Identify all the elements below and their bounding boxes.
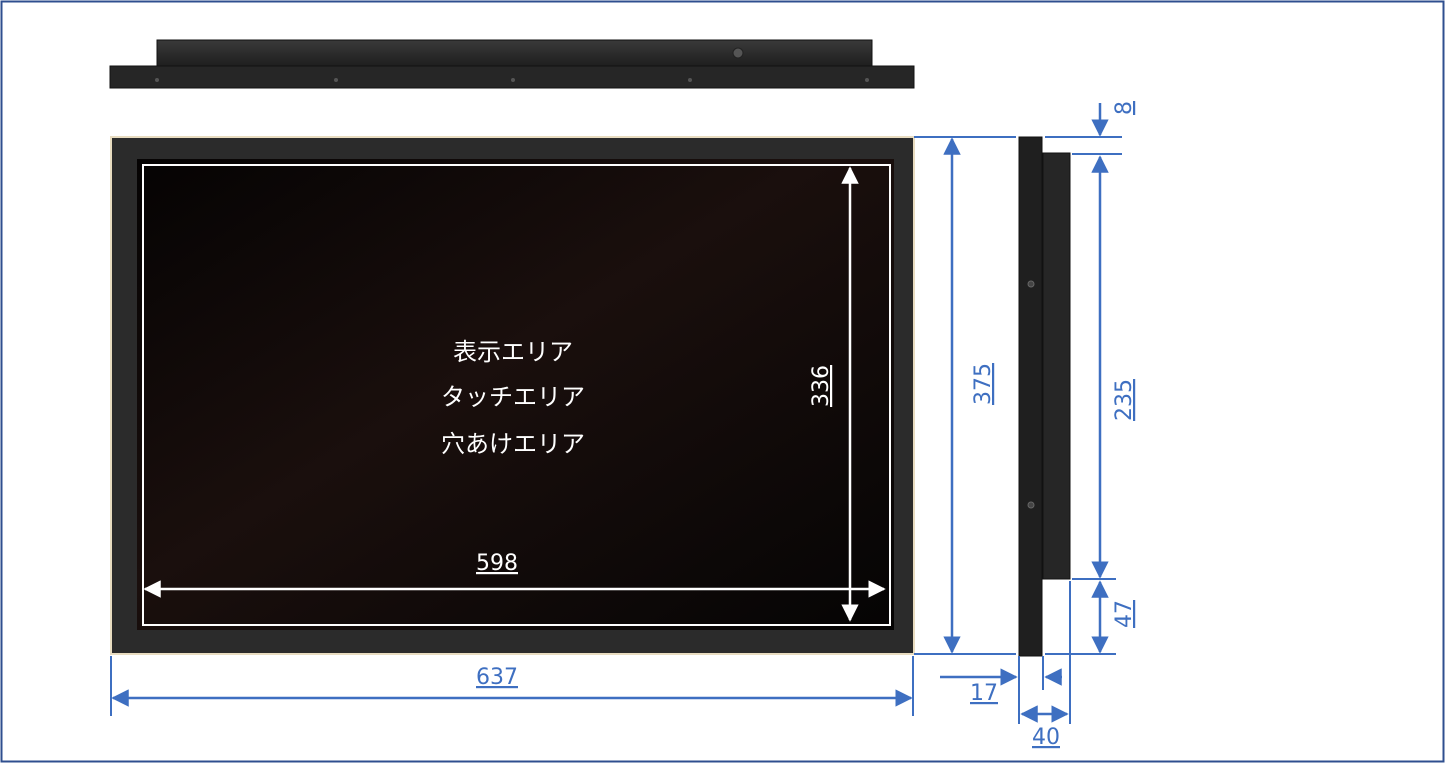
overall-width-label: 637 [476, 665, 518, 690]
top-view [109, 39, 915, 89]
top-view-bezel [109, 65, 915, 89]
top-offset-dimension: 8 [1045, 101, 1137, 155]
top-view-screw [865, 78, 869, 82]
top-view-rear-housing [156, 39, 873, 69]
display-area-label: 表示エリア [453, 338, 573, 366]
front-view: 598 336 表示エリア タッチエリア 穴あけエリア [110, 136, 915, 655]
side-rear-housing [1042, 152, 1071, 580]
bottom-offset-label: 47 [1112, 600, 1137, 628]
side-view [1018, 136, 1071, 657]
top-view-screw [334, 78, 338, 82]
top-view-knob [732, 47, 744, 59]
rear-housing-height-label: 235 [1112, 379, 1137, 421]
area-height-label: 336 [809, 365, 834, 407]
total-depth-dimension: 40 [1020, 581, 1071, 750]
bottom-offset-dimension: 47 [1045, 580, 1137, 655]
overall-height-dimension: 375 [914, 136, 1016, 655]
side-bezel [1018, 136, 1043, 657]
total-depth-label: 40 [1032, 725, 1060, 750]
top-view-screw [155, 78, 159, 82]
hole-area-label: 穴あけエリア [441, 430, 585, 458]
overall-width-dimension: 637 [110, 656, 914, 716]
top-offset-label: 8 [1112, 101, 1137, 115]
active-area-outline [142, 164, 891, 626]
bezel-depth-dimension: 17 [940, 656, 1062, 724]
side-screw-lower [1027, 501, 1035, 509]
touch-area-label: タッチエリア [441, 383, 585, 411]
rear-housing-height-dimension: 235 [1072, 155, 1137, 580]
side-screw-upper [1027, 280, 1035, 288]
bezel-depth-label: 17 [970, 681, 998, 706]
front-screen [137, 159, 894, 630]
overall-height-label: 375 [971, 363, 996, 405]
top-view-screw [511, 78, 515, 82]
area-width-label: 598 [476, 551, 518, 576]
top-view-screw [688, 78, 692, 82]
